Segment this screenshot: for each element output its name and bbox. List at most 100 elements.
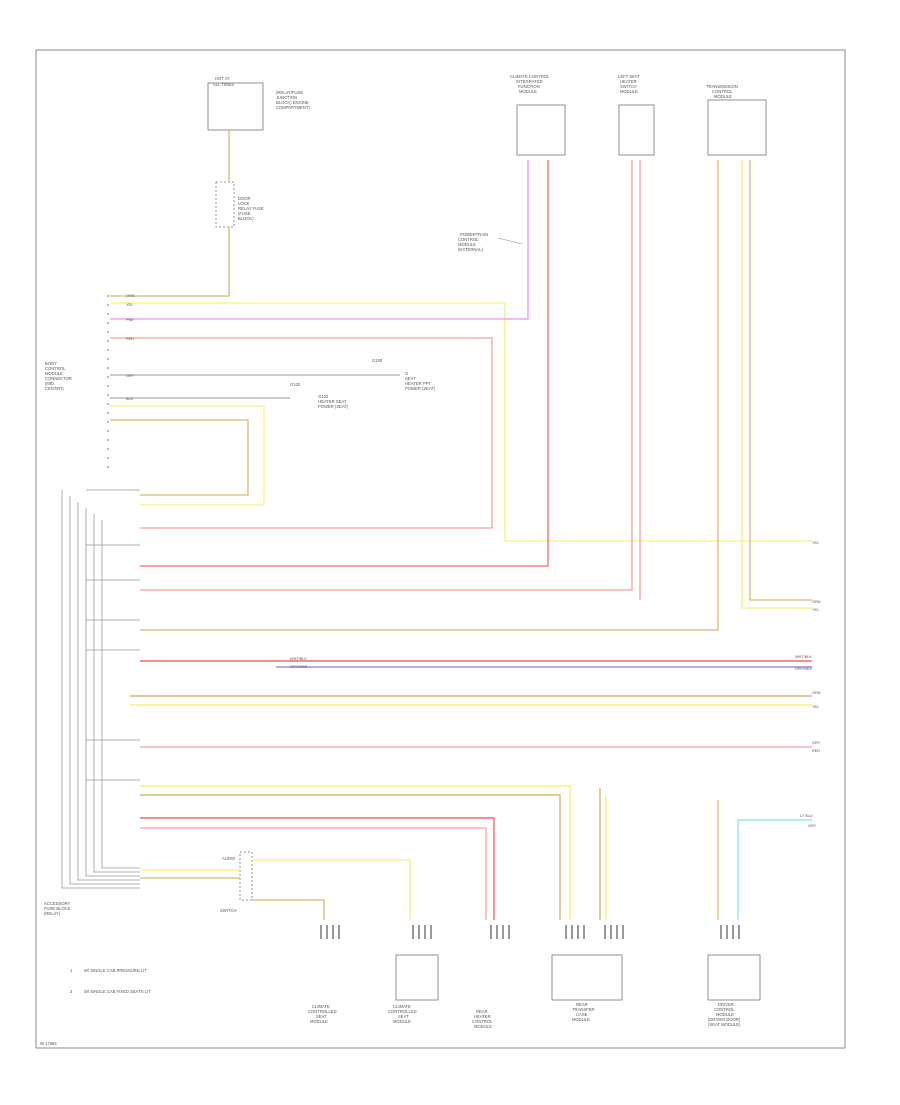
connector-pin bbox=[610, 925, 612, 939]
svg-text:LOCK: LOCK bbox=[238, 201, 250, 206]
svg-text:MODULE: MODULE bbox=[716, 1012, 734, 1017]
svg-text:FUSE BLOCK: FUSE BLOCK bbox=[44, 906, 71, 911]
bcm-pin bbox=[107, 466, 109, 468]
svg-text:POWERTRAIN: POWERTRAIN bbox=[460, 232, 488, 237]
connector-pin bbox=[320, 925, 322, 939]
wire-tcm-yel bbox=[741, 160, 812, 609]
bcm-pin bbox=[107, 304, 109, 306]
svg-text:INTEGRATED: INTEGRATED bbox=[516, 79, 543, 84]
bcm-pin bbox=[107, 412, 109, 414]
wire-red-climate bbox=[140, 160, 549, 567]
svg-text:(RELAY/FUSE: (RELAY/FUSE bbox=[276, 90, 303, 95]
tag-gry-top: GRY bbox=[126, 374, 135, 378]
svg-text:TRANSFER: TRANSFER bbox=[572, 1007, 595, 1012]
connector-pin bbox=[604, 925, 606, 939]
connector-pin bbox=[412, 925, 414, 939]
svg-text:MODULE: MODULE bbox=[393, 1019, 411, 1024]
wire-ground-rail-4 bbox=[85, 508, 140, 877]
svg-text:SWITCH: SWITCH bbox=[620, 84, 637, 89]
svg-text:(EXTERNAL): (EXTERNAL) bbox=[458, 247, 484, 252]
tag-blk-top: BLK bbox=[126, 397, 134, 401]
svg-text:G100: G100 bbox=[372, 358, 383, 363]
wire-ground-rail-6 bbox=[101, 520, 140, 869]
svg-text:CONNECTOR: CONNECTOR bbox=[45, 376, 72, 381]
connector-pin bbox=[502, 925, 504, 939]
svg-text:SEAT: SEAT bbox=[316, 1014, 327, 1019]
bcm-pin bbox=[107, 457, 109, 459]
connector-pin bbox=[583, 925, 585, 939]
svg-text:SWITCH: SWITCH bbox=[220, 908, 237, 913]
tag-pnk-top: PNK bbox=[126, 318, 134, 322]
wire-ground-rail-3 bbox=[77, 502, 140, 881]
connector-pin bbox=[616, 925, 618, 939]
wire-audio-out-org bbox=[252, 899, 325, 920]
tag-lblu: LT BLU bbox=[800, 814, 813, 818]
svg-text:HEATER SEAT: HEATER SEAT bbox=[318, 399, 347, 404]
svg-text:CONTROLLED: CONTROLLED bbox=[308, 1009, 337, 1014]
svg-text:BLOCK): BLOCK) bbox=[238, 216, 254, 221]
powertrain-callout: POWERTRAIN CONTROL MODULE (EXTERNAL) bbox=[458, 232, 523, 252]
tag-orn-mid: ORN bbox=[812, 691, 821, 695]
svg-text:CONTROL: CONTROL bbox=[45, 366, 66, 371]
svg-text:BODY: BODY bbox=[45, 361, 57, 366]
bcm-pin bbox=[107, 439, 109, 441]
connector-pin bbox=[326, 925, 328, 939]
svg-text:(MID: (MID bbox=[45, 381, 54, 386]
svg-text:CLIMATE: CLIMATE bbox=[312, 1004, 330, 1009]
svg-text:HEATER PPT: HEATER PPT bbox=[405, 381, 431, 386]
connector-pin bbox=[332, 925, 334, 939]
svg-text:(SEAT MODULE): (SEAT MODULE) bbox=[708, 1022, 741, 1027]
svg-text:MODULE: MODULE bbox=[519, 89, 537, 94]
bcm-pin bbox=[107, 430, 109, 432]
svg-text:CONTROL: CONTROL bbox=[714, 1007, 735, 1012]
wire-pink bbox=[110, 160, 529, 320]
connector-pin bbox=[424, 925, 426, 939]
tag-orn-tcm: ORN bbox=[812, 600, 821, 604]
tag-yel-mid: YEL bbox=[812, 541, 819, 545]
bcm-pin bbox=[107, 322, 109, 324]
legend: 1 W/ SINGLE CAB PRESSURE LIT 2 W/ SINGLE… bbox=[70, 968, 151, 994]
svg-text:MODULE: MODULE bbox=[45, 371, 63, 376]
climate-control-module: CLIMATE CONTROL INTEGRATED FUNCTION MODU… bbox=[510, 74, 566, 156]
svg-text:COMPARTMENT): COMPARTMENT) bbox=[276, 105, 310, 110]
svg-text:MODULE: MODULE bbox=[572, 1017, 590, 1022]
svg-text:CENTER): CENTER) bbox=[45, 386, 64, 391]
diagram-id: W 17684 bbox=[40, 1041, 57, 1046]
wire-org-lower bbox=[140, 794, 561, 920]
tag-gry-low: GRY bbox=[812, 741, 821, 745]
tag-red-low: RED bbox=[812, 749, 820, 753]
wire-red-lower bbox=[140, 817, 495, 920]
ground-switch-1: G100 G SEAT HEATER PPT POWER (SEAT) bbox=[372, 358, 436, 391]
tag-red-mid: WHT/BLK bbox=[795, 655, 812, 659]
svg-text:CONTROLLED: CONTROLLED bbox=[388, 1009, 417, 1014]
svg-text:G: G bbox=[405, 371, 408, 376]
svg-text:CONTROL: CONTROL bbox=[458, 237, 479, 242]
connector-pin bbox=[490, 925, 492, 939]
bcm-pin bbox=[107, 385, 109, 387]
wire-yel-lower bbox=[140, 785, 571, 920]
svg-text:MODULE: MODULE bbox=[620, 89, 638, 94]
tag-ppl-mid: GRY/RED bbox=[795, 667, 812, 671]
left-seat-heater-module: LEFT SEAT HEATER SWITCH MODULE bbox=[618, 74, 655, 156]
connector-pin bbox=[571, 925, 573, 939]
svg-text:HEATER: HEATER bbox=[620, 79, 637, 84]
svg-text:CASE: CASE bbox=[576, 1012, 588, 1017]
wire-yellow-main bbox=[110, 302, 812, 542]
wire-red-bcm bbox=[110, 337, 493, 529]
svg-text:AUDIO: AUDIO bbox=[222, 856, 236, 861]
bcm-pin bbox=[107, 358, 109, 360]
diagram-frame bbox=[35, 49, 846, 1049]
bcm-pin bbox=[107, 403, 109, 405]
wire-yellow-2 bbox=[110, 405, 265, 506]
ground-switch-2: G102 G102 HEATER SEAT POWER (SEAT) bbox=[290, 382, 349, 409]
svg-text:TRANSMISSION: TRANSMISSION bbox=[706, 84, 738, 89]
bcm-pin bbox=[107, 295, 109, 297]
connector-pin bbox=[508, 925, 510, 939]
body-control-module: BODY CONTROL MODULE CONNECTOR (MID CENTE… bbox=[45, 361, 72, 391]
svg-text:G102: G102 bbox=[290, 382, 301, 387]
svg-text:DRIVER: DRIVER bbox=[718, 1002, 734, 1007]
svg-text:CLIMATE: CLIMATE bbox=[393, 1004, 411, 1009]
wire-ground-rail-5 bbox=[93, 514, 140, 873]
svg-text:CONTROL: CONTROL bbox=[472, 1019, 493, 1024]
